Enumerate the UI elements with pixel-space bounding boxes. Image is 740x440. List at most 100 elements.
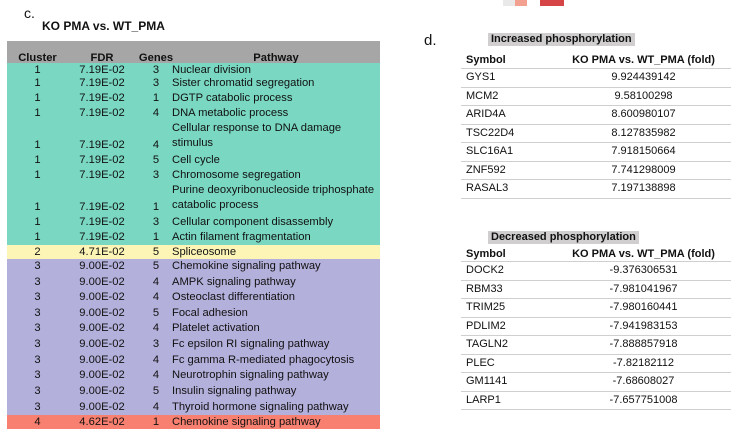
genes-cell: 4	[152, 139, 160, 151]
fdr-cell: 4.62E-02	[79, 416, 125, 428]
fold-cell: 7.197138898	[611, 182, 676, 194]
table-row: MCM2 9.58100298	[461, 88, 731, 105]
genes-cell: 1	[152, 416, 160, 428]
fdr-cell: 7.19E-02	[79, 201, 125, 213]
fold-cell: -7.657751008	[609, 393, 678, 406]
cluster-cell: 3	[34, 307, 41, 319]
pathway-cell: Osteoclast differentiation	[172, 291, 295, 303]
col-header-fold: KO PMA vs. WT_PMA (fold)	[572, 54, 715, 66]
cluster-cell: 1	[34, 169, 41, 181]
cluster-cell: 1	[34, 231, 41, 243]
cluster-cell: 1	[34, 107, 41, 119]
cluster-cell: 3	[34, 260, 41, 272]
cluster-cell: 3	[34, 322, 41, 334]
table-row: PDLIM2-7.941983153	[461, 318, 731, 335]
increased-phosphorylation-table: Increased phosphorylation Symbol KO PMA …	[461, 33, 731, 199]
pathway-cell: Fc gamma R-mediated phagocytosis	[172, 354, 355, 366]
row-divider	[461, 316, 731, 318]
table-row: GM1141-7.68608027	[461, 373, 731, 390]
fold-cell: 9.58100298	[614, 89, 673, 102]
cropped-figure-fragment	[540, 0, 564, 6]
cropped-figure-fragment	[515, 0, 527, 6]
genes-cell: 5	[152, 154, 160, 166]
row-divider	[461, 123, 731, 125]
pathway-cell: Purine deoxyribonucleoside triphosphate …	[172, 184, 375, 211]
fdr-cell: 9.00E-02	[79, 260, 125, 272]
row-divider	[461, 179, 731, 180]
row-divider	[461, 390, 731, 392]
fdr-cell: 7.19E-02	[79, 169, 125, 181]
pathway-cell: Cell cycle	[172, 154, 220, 166]
genes-cell: 4	[152, 401, 160, 413]
genes-cell: 1	[152, 92, 160, 104]
panel-c-label: c.	[24, 5, 35, 21]
fold-cell: -7.888857918	[609, 338, 678, 350]
col-header-symbol: Symbol	[466, 54, 506, 66]
symbol-cell: PLEC	[466, 356, 495, 369]
cluster-cell: 3	[34, 369, 41, 381]
col-header-fdr: FDR	[90, 52, 114, 64]
panel-c-title: KO PMA vs. WT_PMA	[42, 19, 165, 33]
fdr-cell: 7.19E-02	[79, 92, 125, 104]
fdr-cell: 7.19E-02	[79, 107, 125, 119]
genes-cell: 3	[152, 169, 160, 181]
fold-cell: -7.82182112	[613, 356, 674, 369]
pathway-cell: Focal adhesion	[172, 307, 248, 319]
table-row: GYS1 9.924439142	[461, 69, 731, 86]
symbol-cell: MCM2	[466, 89, 499, 102]
genes-cell: 3	[152, 338, 160, 350]
table-row: RBM33-7.981041967	[461, 281, 731, 298]
genes-cell: 5	[152, 385, 160, 397]
fdr-cell: 7.19E-02	[79, 77, 125, 89]
symbol-cell: DOCK2	[466, 264, 504, 276]
fold-cell: -7.981041967	[609, 282, 678, 295]
table-header: Symbol KO PMA vs. WT_PMA (fold)	[461, 246, 731, 263]
symbol-cell: GYS1	[466, 71, 496, 83]
row-divider	[461, 279, 731, 281]
table-row: DOCK2 -9.376306531	[461, 262, 731, 279]
fold-cell: -9.376306531	[609, 264, 678, 276]
symbol-cell: ARID4A	[466, 108, 506, 120]
fold-cell: 9.924439142	[611, 71, 676, 83]
genes-cell: 3	[152, 64, 160, 76]
cluster-cell: 1	[34, 216, 41, 228]
symbol-cell: TSC22D4	[466, 126, 515, 139]
cluster-cell: 3	[34, 401, 41, 413]
fdr-cell: 9.00E-02	[79, 354, 125, 366]
symbol-cell: ZNF592	[466, 163, 506, 176]
table-row: TAGLN2-7.888857918	[461, 336, 731, 353]
panel-d-label: d.	[424, 32, 437, 49]
cluster-cell: 3	[34, 291, 41, 303]
row-divider	[461, 105, 731, 106]
pathway-cell: Platelet activation	[172, 322, 260, 334]
col-header-pathway: Pathway	[253, 52, 299, 64]
cropped-figure-fragment	[503, 0, 515, 6]
table-row: TRIM25-7.980160441	[461, 299, 731, 316]
pathway-cell: Spliceosome	[172, 246, 237, 258]
fdr-cell: 9.00E-02	[79, 322, 125, 334]
symbol-cell: TRIM25	[466, 301, 506, 313]
row-divider	[461, 409, 731, 410]
table-row: PLEC -7.82182112	[461, 355, 731, 372]
decreased-phosphorylation-table: Decreased phosphorylation Symbol KO PMA …	[461, 231, 731, 410]
pathway-cell: AMPK signaling pathway	[172, 276, 296, 288]
cluster-cell: 1	[34, 154, 41, 166]
cluster-cell: 1	[34, 139, 41, 151]
genes-cell: 4	[152, 276, 160, 288]
